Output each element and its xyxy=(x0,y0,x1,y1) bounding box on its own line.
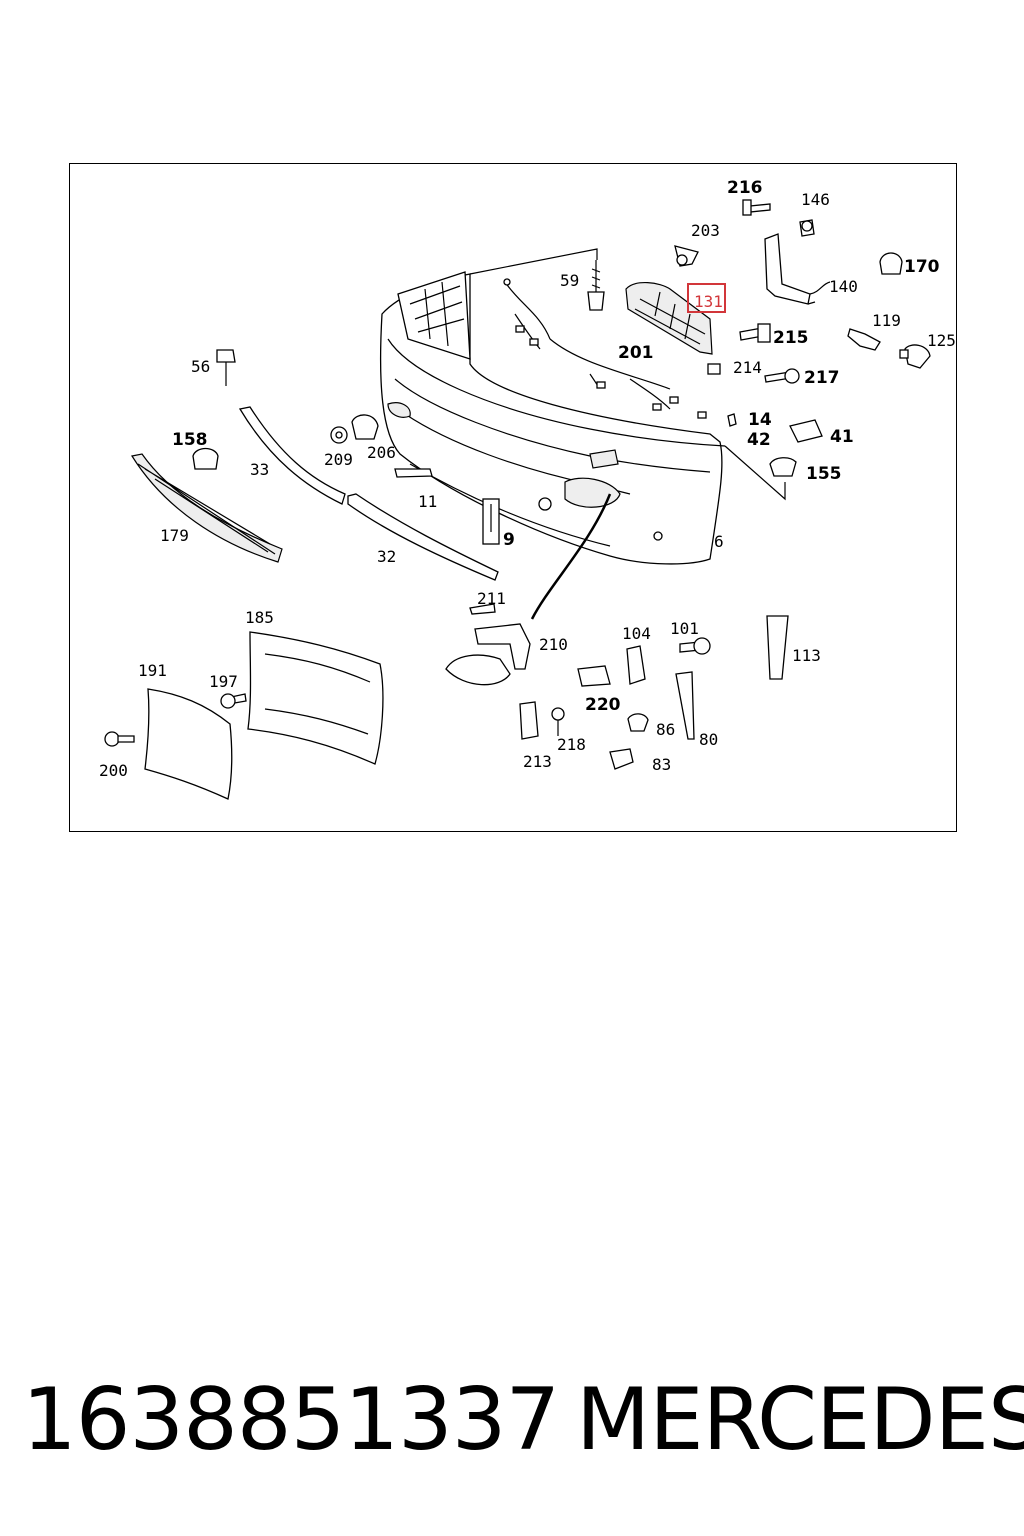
callout-170: 170 xyxy=(904,257,940,277)
top-right-parts xyxy=(587,199,931,477)
callout-185: 185 xyxy=(245,608,274,627)
callout-201: 201 xyxy=(618,343,654,363)
callout-214: 214 xyxy=(733,358,762,377)
callout-6: 6 xyxy=(714,532,724,551)
parts-diagram-frame: 216 146 203 170 59 140 131 215 119 125 5… xyxy=(69,163,957,832)
part-number: 1638851337 xyxy=(22,1370,560,1470)
callout-9: 9 xyxy=(503,530,515,550)
callout-101: 101 xyxy=(670,619,699,638)
callout-42: 42 xyxy=(747,430,771,450)
callout-125: 125 xyxy=(927,331,956,350)
callout-197: 197 xyxy=(209,672,238,691)
callout-220: 220 xyxy=(585,695,621,715)
callout-59: 59 xyxy=(560,271,579,290)
bumper-exploded-view: 216 146 203 170 59 140 131 215 119 125 5… xyxy=(99,178,956,800)
callout-216: 216 xyxy=(727,178,763,198)
part-footer: 1638851337 MERCEDES xyxy=(0,1370,1024,1470)
callout-labels: 216 146 203 170 59 140 131 215 119 125 5… xyxy=(99,178,956,780)
callout-140: 140 xyxy=(829,277,858,296)
callout-217: 217 xyxy=(804,368,840,388)
callout-113: 113 xyxy=(792,646,821,665)
callout-104: 104 xyxy=(622,624,651,643)
callout-200: 200 xyxy=(99,761,128,780)
callout-32: 32 xyxy=(377,547,396,566)
left-side-parts xyxy=(131,349,500,581)
callout-209: 209 xyxy=(324,450,353,469)
bumper-cover xyxy=(379,248,786,620)
callout-218: 218 xyxy=(557,735,586,754)
callout-158: 158 xyxy=(172,430,208,450)
callout-210: 210 xyxy=(539,635,568,654)
callout-131: 131 xyxy=(694,292,723,311)
brand-name: MERCEDES xyxy=(576,1370,1024,1470)
callout-11: 11 xyxy=(418,492,437,511)
callout-131-highlight-box xyxy=(687,283,726,313)
callout-41: 41 xyxy=(830,427,854,447)
callout-211: 211 xyxy=(477,589,506,608)
callout-191: 191 xyxy=(138,661,167,680)
bottom-parts xyxy=(104,603,789,800)
callout-203: 203 xyxy=(691,221,720,240)
callout-14: 14 xyxy=(748,410,772,430)
callout-179: 179 xyxy=(160,526,189,545)
callout-155: 155 xyxy=(806,464,842,484)
callout-83: 83 xyxy=(652,755,671,774)
callout-215: 215 xyxy=(773,328,809,348)
callout-80: 80 xyxy=(699,730,718,749)
callout-56: 56 xyxy=(191,357,210,376)
callout-146: 146 xyxy=(801,190,830,209)
callout-33: 33 xyxy=(250,460,269,479)
callout-86: 86 xyxy=(656,720,675,739)
callout-213: 213 xyxy=(523,752,552,771)
callout-206: 206 xyxy=(367,443,396,462)
callout-119: 119 xyxy=(872,311,901,330)
